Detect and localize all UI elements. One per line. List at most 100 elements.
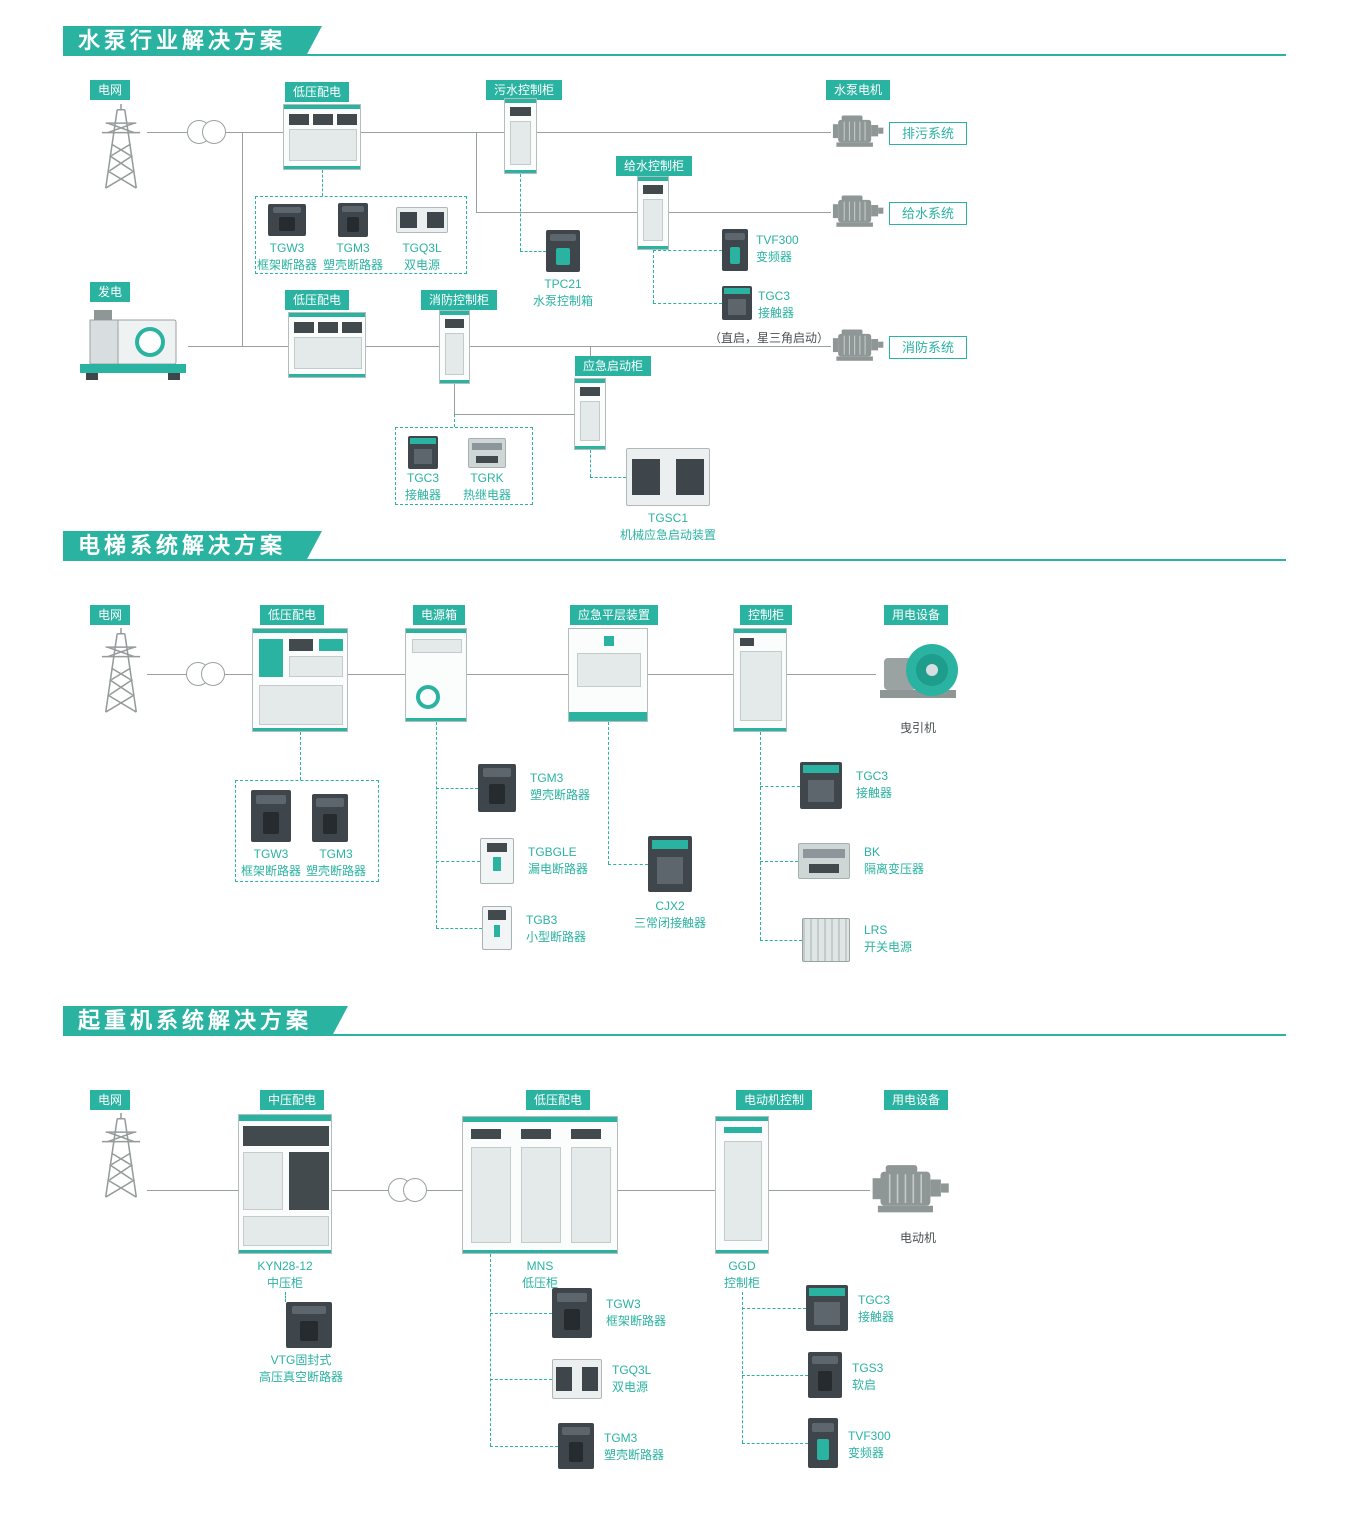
node-label-grid-2: 电网 <box>90 605 131 625</box>
product-label-tgm3: TGM3 塑壳断路器 <box>604 1430 680 1464</box>
dashed-connector-line <box>760 786 800 787</box>
dashed-connector-line <box>742 1375 808 1376</box>
motor-icon <box>870 1159 954 1221</box>
transformer-icon <box>201 662 225 686</box>
product-name: TPC21 <box>544 277 582 291</box>
node-label-equipment-2: 用电设备 <box>884 1090 949 1110</box>
product-tgsc1-icon <box>626 448 710 506</box>
product-desc: 框架断路器 <box>256 258 317 272</box>
fire-control-cabinet-icon <box>439 310 470 384</box>
product-desc: 高压真空断路器 <box>258 1370 343 1384</box>
connector-line <box>348 674 405 675</box>
product-name: TGB3 <box>526 913 558 927</box>
dashed-connector-line <box>436 722 437 928</box>
product-label-vtg: VTG固封式 高压真空断路器 <box>240 1352 362 1386</box>
product-tgm3-icon <box>312 794 348 842</box>
connector-line <box>590 346 591 356</box>
product-group-box <box>235 780 379 882</box>
product-name: TGW3 <box>606 1297 641 1311</box>
mv-switchgear-icon <box>238 1114 332 1254</box>
product-name: LRS <box>864 923 888 937</box>
cabinet-desc: 中压柜 <box>266 1276 303 1290</box>
product-group-box <box>255 196 467 274</box>
product-desc: 接触器 <box>404 488 441 502</box>
node-label-lv-distribution-4: 低压配电 <box>526 1090 591 1110</box>
dashed-connector-line <box>520 174 521 251</box>
product-tgw3-icon <box>251 790 291 842</box>
dashed-connector-line <box>742 1292 743 1443</box>
transmission-tower-icon <box>95 104 147 190</box>
product-label-tgq3l: TGQ3L 双电源 <box>392 240 452 274</box>
product-label-tgc3-fire: TGC3 接触器 <box>395 470 451 504</box>
section1-title: 水泵行业解决方案 <box>63 26 322 56</box>
product-tgb3-icon <box>482 906 512 950</box>
control-cabinet-icon <box>733 628 787 732</box>
product-desc: 开关电源 <box>864 940 913 954</box>
product-name: TGW3 <box>269 241 305 255</box>
product-label-tvf300: TVF300 变频器 <box>756 232 832 266</box>
product-name: TGQ3L <box>612 1363 652 1377</box>
product-tvf300-icon <box>722 229 748 271</box>
node-label-equipment-1: 用电设备 <box>884 605 949 625</box>
product-label-tgw3: TGW3 框架断路器 <box>239 846 303 880</box>
transmission-tower-icon <box>95 1113 147 1199</box>
product-tgrk-icon <box>468 438 506 468</box>
connector-line <box>242 132 243 346</box>
power-box-icon <box>405 628 467 722</box>
product-name: TGM3 <box>319 847 353 861</box>
traction-machine-icon <box>876 634 960 712</box>
dashed-connector-line <box>590 450 591 477</box>
product-tpc21-icon <box>546 230 580 272</box>
product-lrs-icon <box>802 918 850 962</box>
dashed-connector-line <box>742 1308 806 1309</box>
connector-line <box>618 1190 715 1191</box>
dashed-connector-line <box>760 861 798 862</box>
product-label-tvf300: TVF300 变频器 <box>848 1428 924 1462</box>
product-label-tgw3: TGW3 框架断路器 <box>249 240 325 274</box>
product-desc: 软启 <box>852 1378 877 1392</box>
product-desc: 变频器 <box>756 250 793 264</box>
product-label-tgc3-start: TGC3 接触器 <box>758 288 828 322</box>
product-group-box <box>395 427 533 505</box>
product-desc: 机械应急启动装置 <box>619 528 716 542</box>
cabinet-label-ggd: GGD 控制柜 <box>714 1258 770 1292</box>
water-control-cabinet-icon <box>637 176 669 250</box>
product-desc: 变频器 <box>848 1446 885 1460</box>
product-label-lrs: LRS 开关电源 <box>864 922 944 956</box>
product-desc: 隔离变压器 <box>864 862 925 876</box>
product-tgw3-icon <box>552 1288 592 1338</box>
sewage-control-cabinet-icon <box>504 98 537 174</box>
product-bk-icon <box>798 843 850 879</box>
connector-line <box>366 346 439 347</box>
dashed-connector-line <box>285 1292 286 1302</box>
product-name: TGM3 <box>604 1431 638 1445</box>
product-tgw3-icon <box>268 204 306 236</box>
cabinet-name: GGD <box>728 1259 756 1273</box>
transmission-tower-icon <box>95 628 147 714</box>
product-label-bk: BK 隔离变压器 <box>864 844 944 878</box>
product-desc: 框架断路器 <box>606 1314 667 1328</box>
product-name: TVF300 <box>756 233 799 247</box>
product-desc: 塑壳断路器 <box>305 864 366 878</box>
product-desc: 双电源 <box>612 1380 649 1394</box>
product-label-tgsc1: TGSC1 机械应急启动装置 <box>612 510 724 544</box>
dashed-connector-line <box>436 788 478 789</box>
transformer-icon <box>202 120 226 144</box>
product-name: TGS3 <box>852 1361 884 1375</box>
dashed-connector-line <box>490 1379 552 1380</box>
product-label-tgb3: TGB3 小型断路器 <box>526 912 606 946</box>
product-name: TGBGLE <box>528 845 577 859</box>
product-tgc3-icon <box>806 1285 848 1331</box>
connector-line <box>361 132 504 133</box>
motor-icon <box>831 192 887 232</box>
product-name: TGQ3L <box>402 241 442 255</box>
product-label-tgw3: TGW3 框架断路器 <box>606 1296 682 1330</box>
node-label-fire-cabinet: 消防控制柜 <box>421 290 498 310</box>
dashed-connector-line <box>760 732 761 940</box>
product-desc: 接触器 <box>856 786 893 800</box>
product-name: TGC3 <box>758 289 791 303</box>
product-name: TGC3 <box>856 769 889 783</box>
product-desc: 双电源 <box>403 258 440 272</box>
product-name: TGRK <box>470 471 504 485</box>
product-name: TGSC1 <box>647 511 688 525</box>
